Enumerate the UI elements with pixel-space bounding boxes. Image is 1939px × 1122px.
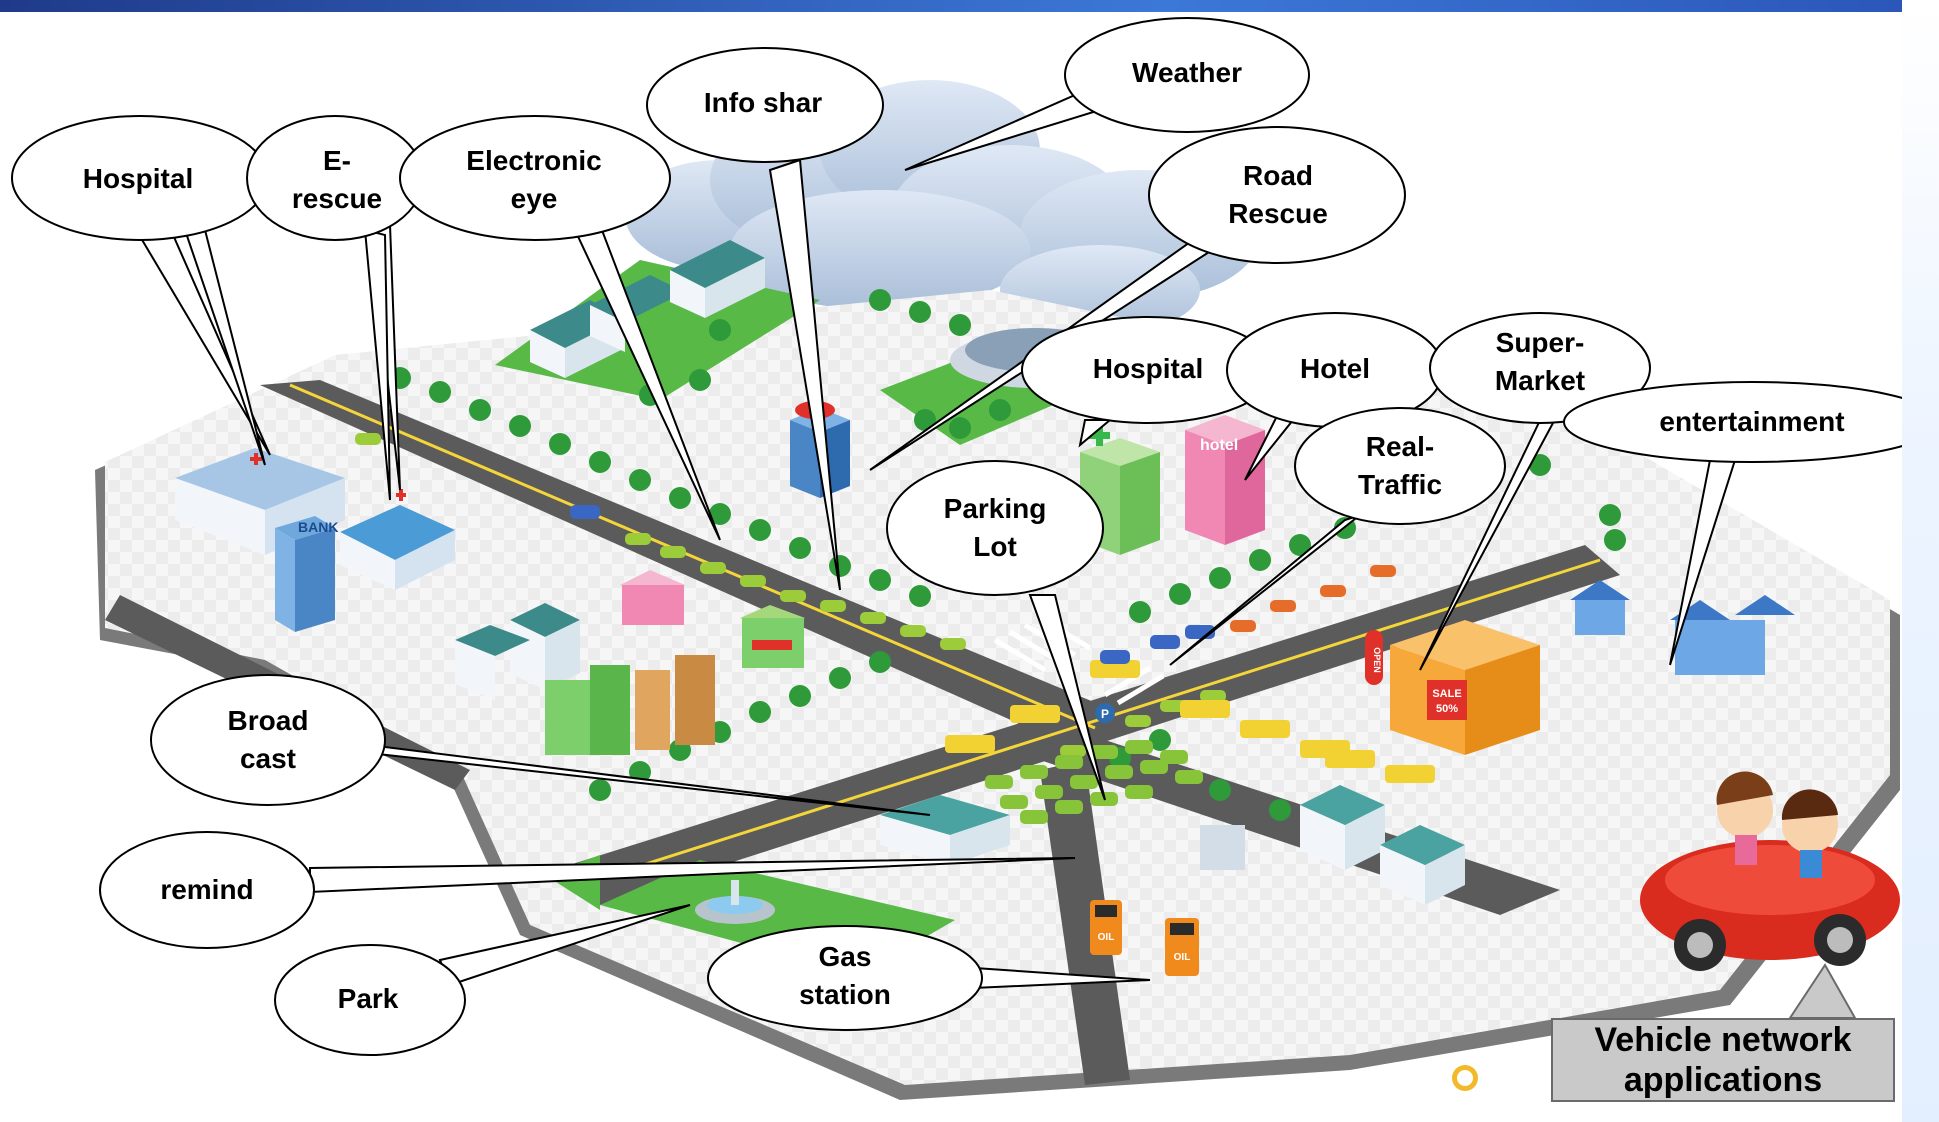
top-title-bar — [0, 0, 1939, 12]
callout-weather — [1064, 17, 1310, 133]
callout-real-traffic-line2: Traffic — [1358, 469, 1442, 500]
callout-hospital-left-text: Hospital — [83, 163, 193, 194]
parking-sign-icon: P — [1095, 703, 1115, 723]
callout-real-traffic-line1: Real- — [1366, 431, 1434, 462]
callout-e-rescue-line1: E- — [323, 145, 351, 176]
callout-real-traffic — [1294, 407, 1506, 525]
callout-parking-lot-line2: Lot — [973, 531, 1017, 562]
bank-sign: BANK — [298, 519, 338, 535]
logo-icon — [1452, 1065, 1478, 1091]
callout-broadcast-line1: Broad — [228, 705, 309, 736]
callout-hotel-text: Hotel — [1300, 353, 1370, 384]
broadcast-building-icon — [880, 795, 1010, 865]
caption-box: Vehicle network applications — [1551, 1018, 1895, 1102]
entertainment-buildings — [1570, 580, 1795, 675]
right-decorative-strip — [1902, 0, 1939, 1122]
svg-text:P: P — [1101, 707, 1109, 721]
callout-e-rescue — [246, 115, 424, 241]
cartoon-car-icon — [1640, 771, 1900, 971]
fountain-icon — [695, 880, 775, 924]
callout-road-rescue-line2: Rescue — [1228, 198, 1328, 229]
callout-remind-text: remind — [160, 874, 253, 905]
callout-broadcast — [150, 674, 386, 806]
bank-building-icon: BANK — [275, 516, 338, 632]
callout-electronic-eye-line1: Electronic — [466, 145, 601, 176]
green-office-buildings — [545, 655, 715, 755]
callout-gas-station-line1: Gas — [819, 941, 872, 972]
shop-buildings — [620, 570, 805, 668]
sale-sign-line1: SALE — [1432, 688, 1461, 700]
gas-pump-icon: OIL OIL — [1090, 900, 1199, 976]
callout-park-text: Park — [338, 983, 399, 1014]
callout-super-market-line2: Market — [1495, 365, 1585, 396]
callout-info-share — [646, 47, 884, 163]
callout-parking-lot-line1: Parking — [944, 493, 1047, 524]
callout-road-rescue — [1148, 126, 1406, 264]
callout-super-market — [1429, 312, 1651, 424]
callout-super-market-line1: Super- — [1496, 327, 1585, 358]
callout-texts: Hospital E- rescue Electronic eye Info s… — [83, 57, 1845, 1014]
callout-electronic-eye-line2: eye — [511, 183, 558, 214]
callout-info-share-text: Info shar — [704, 87, 822, 118]
callout-entertainment-text: entertainment — [1659, 406, 1844, 437]
oil-label-1: OIL — [1098, 932, 1115, 943]
callout-weather-text: Weather — [1132, 57, 1242, 88]
callout-park — [274, 944, 466, 1056]
callout-hospital-right-text: Hospital — [1093, 353, 1203, 384]
caption-pointer — [1788, 963, 1857, 1019]
callout-gas-station-line2: station — [799, 979, 891, 1010]
oil-label-2: OIL — [1174, 952, 1191, 963]
callout-electronic-eye — [399, 115, 671, 241]
hotel-sign: hotel — [1200, 437, 1238, 454]
caption-line1: Vehicle network — [1594, 1021, 1852, 1059]
e-rescue-building-icon — [340, 489, 455, 590]
open-sign: OPEN — [1372, 647, 1382, 673]
factory-buildings — [1200, 785, 1465, 905]
caption-line2: applications — [1623, 1061, 1823, 1099]
apartment-buildings — [455, 240, 765, 700]
vehicles — [355, 433, 1435, 824]
callout-remind — [99, 831, 315, 949]
callout-gas-station — [707, 925, 983, 1031]
callout-road-rescue-line1: Road — [1243, 160, 1313, 191]
callout-bubbles — [11, 17, 1939, 1056]
hotel-building-icon: hotel — [1185, 415, 1265, 545]
sale-sign-line2: 50% — [1436, 703, 1458, 715]
callout-broadcast-line2: cast — [240, 743, 296, 774]
callout-entertainment — [1563, 381, 1939, 463]
callout-parking-lot — [886, 460, 1104, 596]
callout-e-rescue-line2: rescue — [292, 183, 382, 214]
